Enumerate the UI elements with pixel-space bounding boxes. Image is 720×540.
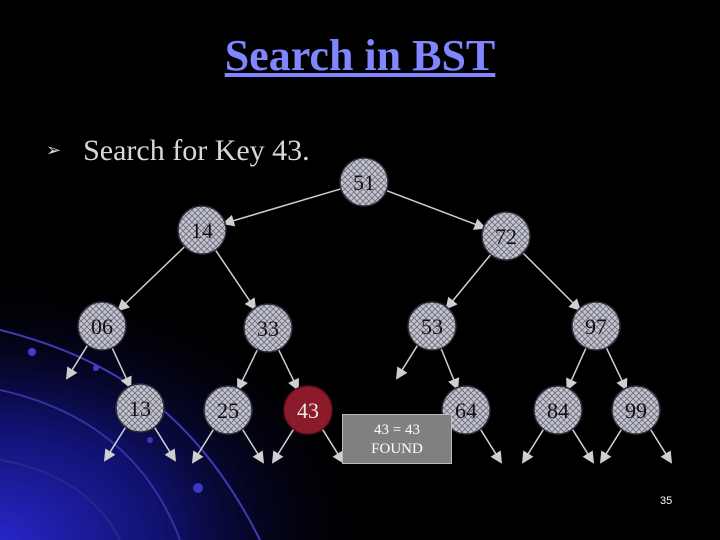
tree-node-25: 25 <box>203 385 253 435</box>
found-node-circle <box>283 385 333 435</box>
node-circle <box>177 205 227 255</box>
found-result-equation: 43 = 43 <box>374 422 420 438</box>
tree-node-13: 13 <box>115 383 165 433</box>
edge-97-84 <box>566 347 587 391</box>
tree-node-06: 06 <box>77 301 127 351</box>
tree-node-84: 84 <box>533 385 583 435</box>
null-pointer-arrow <box>321 428 344 464</box>
bullet-text: Search for Key 43. <box>83 134 310 167</box>
edge-51-72 <box>386 189 487 230</box>
edge-53-64 <box>440 347 460 391</box>
background-swoosh <box>0 389 181 540</box>
node-circle <box>611 385 661 435</box>
node-label: 14 <box>191 218 213 243</box>
found-result-label: FOUND <box>371 441 423 457</box>
background-dot <box>93 365 99 371</box>
node-label: 53 <box>421 314 443 339</box>
arrow-bullet-icon: ➢ <box>46 140 62 160</box>
node-circle <box>115 383 165 433</box>
tree-node-14: 14 <box>177 205 227 255</box>
null-pointer-arrow <box>649 428 672 464</box>
node-circle <box>243 303 293 353</box>
null-pointer-arrow <box>272 428 295 464</box>
edge-14-33 <box>214 249 257 311</box>
node-circle <box>407 301 457 351</box>
null-pointer-arrow <box>600 428 623 464</box>
tree-node-53: 53 <box>407 301 457 351</box>
node-label: 13 <box>129 396 151 421</box>
background-dot <box>147 437 153 443</box>
node-label: 97 <box>585 314 607 339</box>
tree-node-43: 43 <box>283 385 333 435</box>
background-swoosh <box>0 459 121 540</box>
node-circle <box>533 385 583 435</box>
edge-51-14 <box>222 188 342 227</box>
page-number: 35 <box>660 495 673 507</box>
slide-title: Search in BST <box>224 31 496 80</box>
node-circle <box>203 385 253 435</box>
edge-72-53 <box>445 254 492 310</box>
background-glow <box>0 240 420 540</box>
null-pointer-arrow <box>479 428 502 464</box>
edge-06-13 <box>111 347 132 389</box>
found-result-box: 43 = 43 FOUND <box>342 414 452 464</box>
node-label: 99 <box>625 398 647 423</box>
background-dot <box>28 348 36 356</box>
edge-72-97 <box>522 252 582 312</box>
edge-33-43 <box>277 349 299 392</box>
node-label: 51 <box>353 170 375 195</box>
null-pointer-arrow <box>66 344 89 380</box>
tree-node-51: 51 <box>339 157 389 207</box>
null-pointer-arrow <box>396 344 419 380</box>
tree-node-99: 99 <box>611 385 661 435</box>
node-circle <box>441 385 491 435</box>
node-label: 84 <box>547 398 569 423</box>
edge-14-06 <box>117 246 186 312</box>
tree-node-33: 33 <box>243 303 293 353</box>
edge-33-25 <box>237 349 259 392</box>
null-pointer-arrow <box>241 428 264 464</box>
background-dot <box>193 483 203 493</box>
tree-node-64: 64 <box>441 385 491 435</box>
tree-node-72: 72 <box>481 211 531 261</box>
tree-node-97: 97 <box>571 301 621 351</box>
node-circle <box>77 301 127 351</box>
node-label: 25 <box>217 398 239 423</box>
node-circle <box>481 211 531 261</box>
node-label: 64 <box>455 398 477 423</box>
node-circle <box>339 157 389 207</box>
node-label: 33 <box>257 316 279 341</box>
null-pointer-arrow <box>522 428 545 464</box>
edge-97-99 <box>605 347 628 392</box>
null-pointer-arrow <box>192 428 215 464</box>
null-pointer-arrow <box>571 428 594 464</box>
node-label: 43 <box>297 398 319 423</box>
null-pointer-arrow <box>104 426 127 462</box>
node-circle <box>571 301 621 351</box>
nodes: 51 14 72 06 33 53 97 13 25 43 64 84 99 <box>77 157 661 435</box>
node-label: 06 <box>91 314 113 339</box>
node-label: 72 <box>495 224 517 249</box>
bullet-item: ➢ Search for Key 43. <box>46 134 310 168</box>
edges <box>111 188 628 392</box>
null-pointer-arrow <box>153 426 176 462</box>
